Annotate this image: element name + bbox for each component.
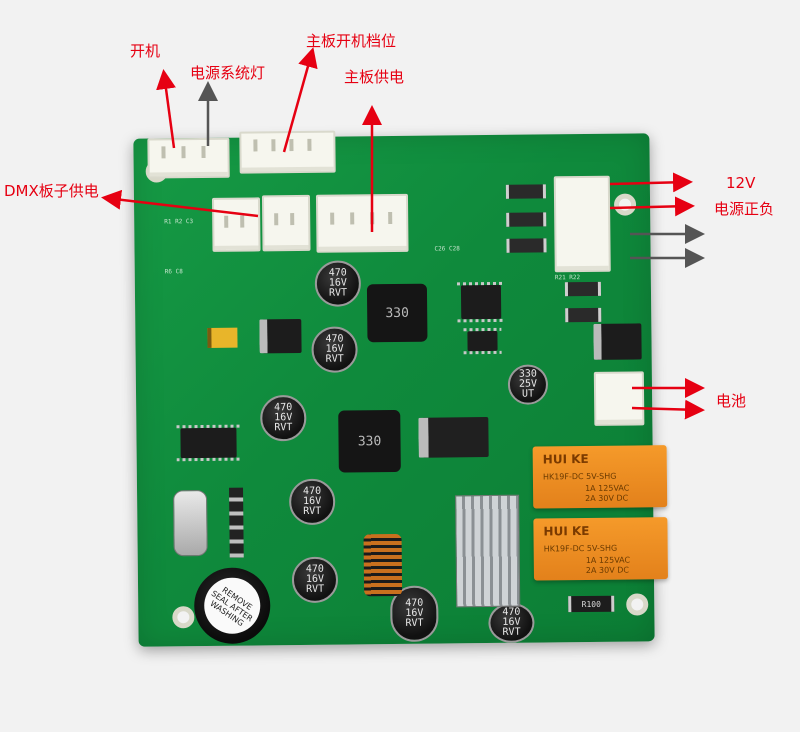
label-dmx-supply: DMX板子供电 [4, 182, 99, 200]
arrow-dmx-supply [101, 189, 259, 218]
arrow-power-on [156, 69, 176, 149]
label-board-switch: 主板开机档位 [306, 32, 397, 50]
arrow-12v [609, 172, 693, 193]
arrow-battery-2 [631, 399, 705, 420]
arrow-power-pos-neg [609, 196, 695, 217]
label-power-pos-neg: 电源正负 [714, 200, 775, 218]
label-board-power: 主板供电 [344, 68, 405, 86]
label-12v: 12V [726, 174, 756, 192]
label-power-indicator: 电源系统灯 [190, 64, 266, 82]
arrow-board-switch [282, 47, 318, 153]
label-power-on: 开机 [130, 42, 161, 60]
label-battery: 电池 [716, 392, 747, 410]
